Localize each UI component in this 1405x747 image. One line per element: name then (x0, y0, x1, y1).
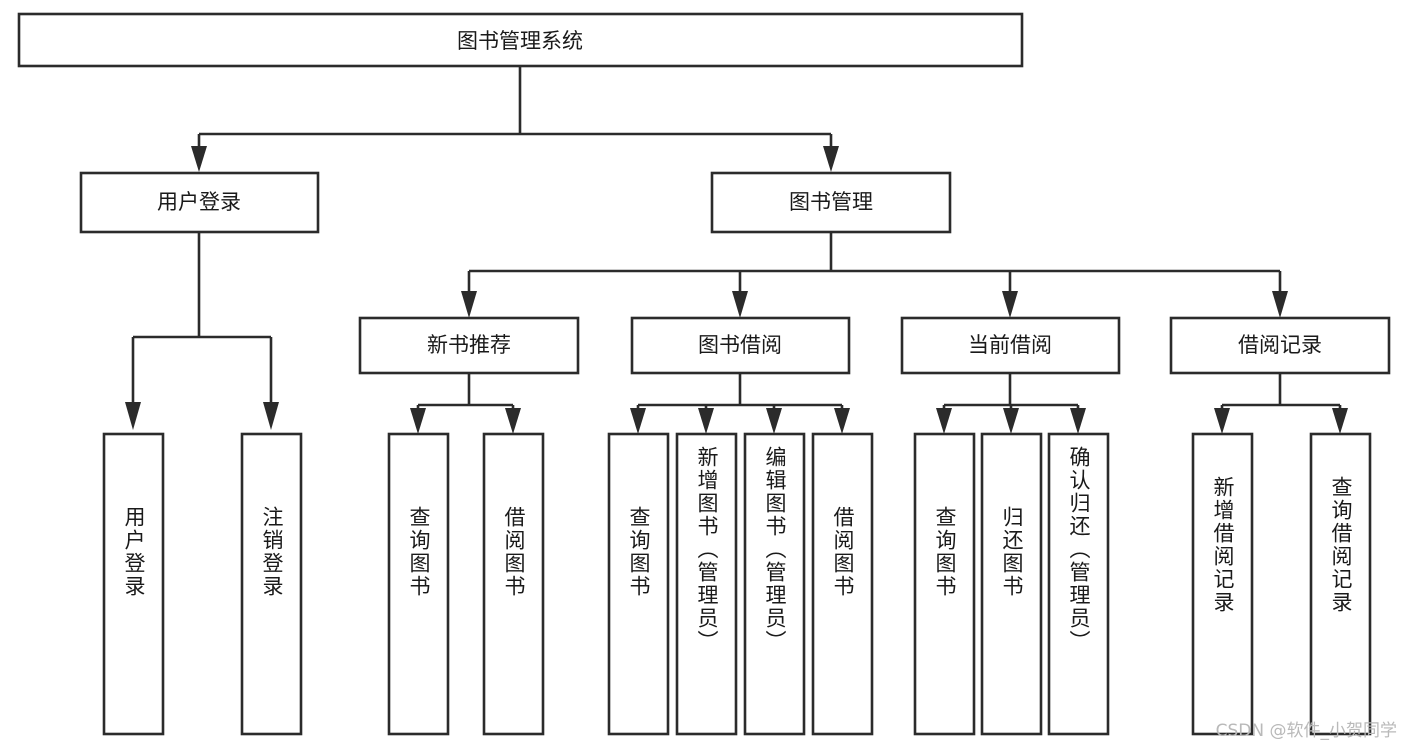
leaf-borrow-edit-book-box[interactable] (743, 432, 806, 736)
csdn-watermark: CSDN @软件_小贺同学 (1215, 721, 1397, 741)
node-new-book-recommend-label: 新书推荐 (427, 333, 511, 357)
node-borrow-record-box[interactable] (1169, 316, 1391, 375)
leaf-borrow-add-book[interactable]: 新增图书（管理员） (675, 432, 738, 736)
leaf-current-confirm-return-label: 确认归还（管理员） (1067, 446, 1091, 653)
arrow-cb-leaf-3 (1070, 408, 1086, 434)
arrow-bb-leaf-2 (698, 408, 714, 434)
node-user-login[interactable]: 用户登录 (79, 171, 320, 234)
node-current-borrow-box[interactable] (900, 316, 1121, 375)
node-new-book-recommend[interactable]: 新书推荐 (358, 316, 580, 375)
arrow-cb-leaf-2 (1003, 408, 1019, 434)
leaf-new-book-borrow-label: 借阅图书 (502, 506, 526, 598)
arrow-bm-to-new-book (461, 291, 477, 318)
arrow-bb-leaf-3 (766, 408, 782, 434)
arrow-nbr-leaf-2 (505, 408, 521, 434)
arrow-bm-to-borrow-record (1272, 291, 1288, 318)
leaf-user-login-logout-label: 注销登录 (260, 506, 284, 598)
leaf-borrow-query-book[interactable]: 查询图书 (607, 432, 670, 736)
leaf-borrow-query-book-box[interactable] (607, 432, 670, 736)
node-book-management-box[interactable] (710, 171, 952, 234)
node-current-borrow[interactable]: 当前借阅 (900, 316, 1121, 375)
arrow-ul-leaf-1 (125, 402, 141, 430)
leaf-borrow-add-book-box[interactable] (675, 432, 738, 736)
node-new-book-recommend-box[interactable] (358, 316, 580, 375)
leaf-borrow-edit-book-label: 编辑图书（管理员） (763, 446, 787, 653)
arrow-root-to-user-login (191, 146, 207, 172)
leaf-new-book-query-box[interactable] (387, 432, 450, 736)
leaf-current-confirm-return[interactable]: 确认归还（管理员） (1047, 432, 1110, 736)
leaf-current-return-book[interactable]: 归还图书 (980, 432, 1043, 736)
leaf-current-return-book-box[interactable] (980, 432, 1043, 736)
node-book-borrow-box[interactable] (630, 316, 851, 375)
node-borrow-record[interactable]: 借阅记录 (1169, 316, 1391, 375)
leaf-current-confirm-return-box[interactable] (1047, 432, 1110, 736)
node-book-borrow[interactable]: 图书借阅 (630, 316, 851, 375)
leaf-borrow-add-book-label: 新增图书（管理员） (695, 446, 719, 653)
leaf-record-query-record-label: 查询借阅记录 (1329, 476, 1353, 614)
leaf-new-book-query[interactable]: 查询图书 (387, 432, 450, 736)
arrow-bm-to-current-borrow (1002, 291, 1018, 318)
arrow-ul-leaf-2 (263, 402, 279, 430)
leaf-borrow-borrow-book[interactable]: 借阅图书 (811, 432, 874, 736)
arrow-bb-leaf-1 (630, 408, 646, 434)
node-root-label: 图书管理系统 (457, 29, 583, 53)
leaf-borrow-query-book-label: 查询图书 (627, 506, 651, 598)
leaf-record-query-record-box[interactable] (1309, 432, 1372, 736)
arrow-cb-leaf-1 (936, 408, 952, 434)
leaf-record-add-record-box[interactable] (1191, 432, 1254, 736)
leaf-user-login-login-box[interactable] (102, 432, 165, 736)
node-root-box[interactable] (17, 12, 1024, 68)
arrow-nbr-leaf-1 (410, 408, 426, 434)
leaf-new-book-borrow[interactable]: 借阅图书 (482, 432, 545, 736)
arrow-bb-leaf-4 (834, 408, 850, 434)
leaf-record-add-record[interactable]: 新增借阅记录 (1191, 432, 1254, 736)
leaf-current-query-book[interactable]: 查询图书 (913, 432, 976, 736)
arrow-br-leaf-1 (1214, 408, 1230, 434)
leaf-new-book-borrow-box[interactable] (482, 432, 545, 736)
arrow-root-to-book-mgmt (823, 146, 839, 172)
node-book-management-label: 图书管理 (789, 190, 873, 214)
node-book-borrow-label: 图书借阅 (698, 333, 782, 357)
leaf-current-query-book-label: 查询图书 (933, 506, 957, 598)
leaf-user-login-logout-box[interactable] (240, 432, 303, 736)
leaf-record-query-record[interactable]: 查询借阅记录 (1309, 432, 1372, 736)
leaf-user-login-login-label: 用户登录 (122, 506, 146, 598)
node-user-login-box[interactable] (79, 171, 320, 234)
leaf-record-add-record-label: 新增借阅记录 (1211, 476, 1235, 614)
node-current-borrow-label: 当前借阅 (968, 333, 1052, 357)
arrow-bm-to-book-borrow (732, 291, 748, 318)
node-user-login-label: 用户登录 (157, 190, 241, 214)
leaf-borrow-edit-book[interactable]: 编辑图书（管理员） (743, 432, 806, 736)
leaf-user-login-logout[interactable]: 注销登录 (240, 432, 303, 736)
leaf-borrow-borrow-book-box[interactable] (811, 432, 874, 736)
leaf-current-query-book-box[interactable] (913, 432, 976, 736)
node-book-management[interactable]: 图书管理 (710, 171, 952, 234)
node-root-book-management-system[interactable]: 图书管理系统 (17, 12, 1024, 68)
leaf-current-return-book-label: 归还图书 (1000, 506, 1024, 598)
leaf-new-book-query-label: 查询图书 (407, 506, 431, 598)
node-borrow-record-label: 借阅记录 (1238, 333, 1322, 357)
connector-layer (125, 66, 1348, 434)
leaf-borrow-borrow-book-label: 借阅图书 (831, 506, 855, 598)
arrow-br-leaf-2 (1332, 408, 1348, 434)
leaf-user-login-login[interactable]: 用户登录 (102, 432, 165, 736)
